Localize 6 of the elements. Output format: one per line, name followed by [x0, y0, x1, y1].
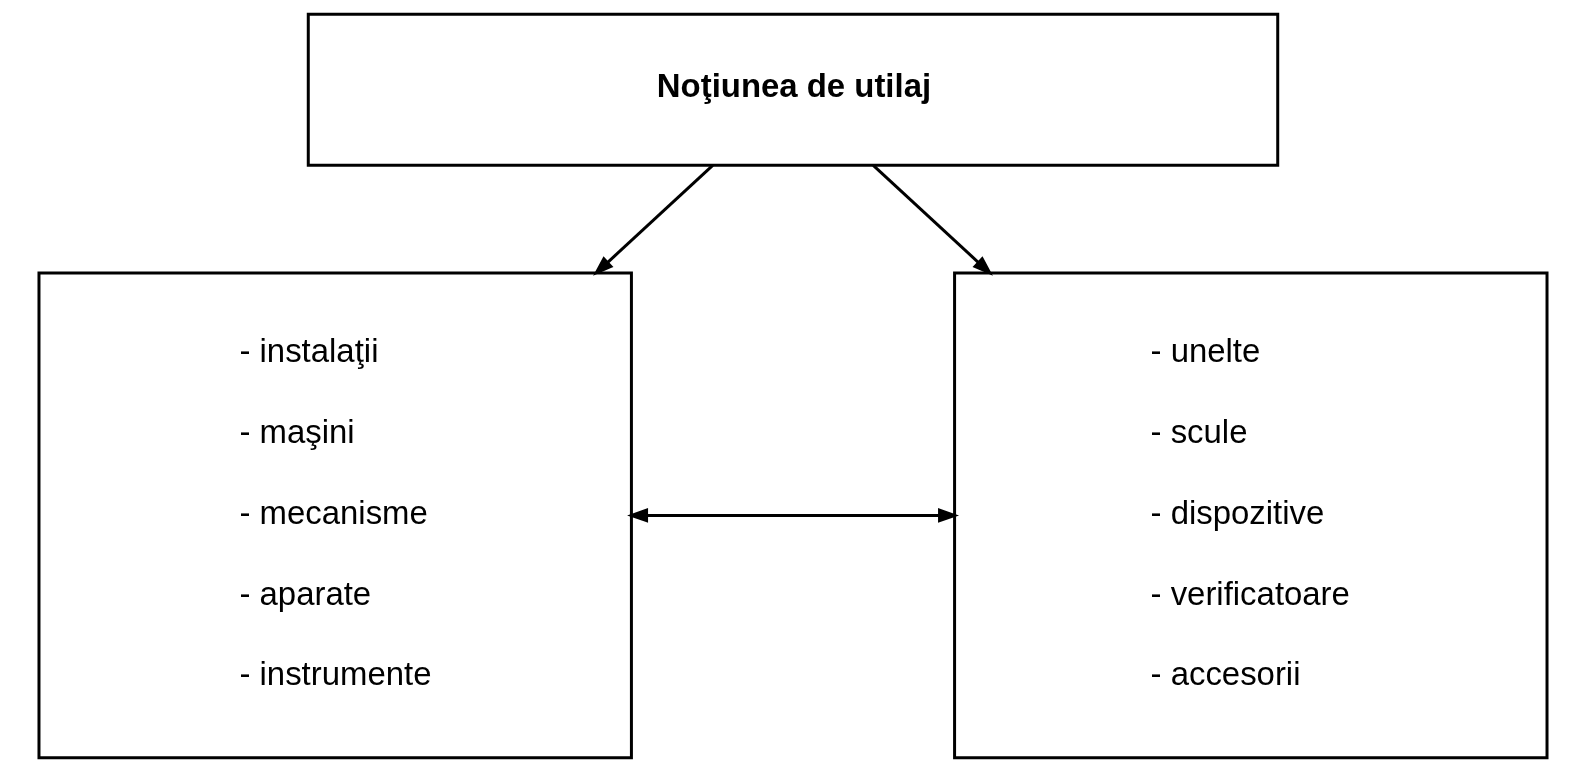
node-box: Noţiunea de utilaj: [306, 12, 1279, 167]
arrow: [592, 164, 714, 276]
arrow: [626, 508, 959, 523]
node-box: - unelte - scule - dispozitive - verificatoare - accesorii: [952, 271, 1548, 760]
node-box: - instalaţii - maşini - mecanisme - aparate - instrumente: [37, 271, 633, 760]
arrow: [871, 164, 993, 276]
